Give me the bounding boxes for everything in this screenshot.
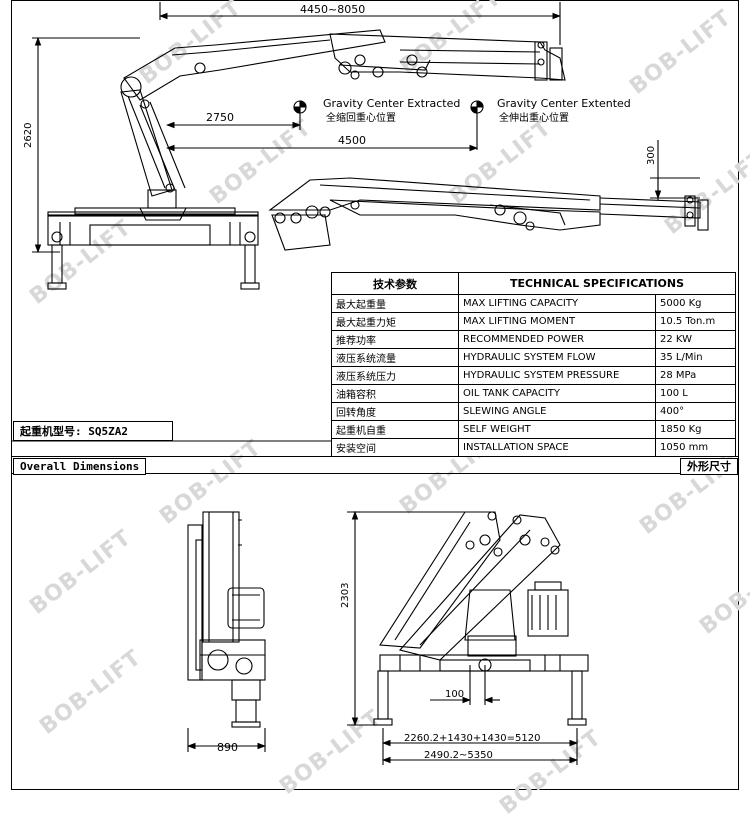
cg-extracted-label: Gravity Center Extracted (323, 97, 460, 110)
center-offset-label: 100 (445, 689, 464, 700)
spec-cn: 最大起重量 (331, 294, 459, 313)
side-width-label: 890 (217, 741, 238, 754)
spec-cn: 安装空间 (331, 438, 459, 457)
spec-cn: 液压系统流量 (331, 348, 459, 367)
section-bar (11, 456, 739, 474)
overall-title-cn: 外形尺寸 (680, 458, 738, 475)
crane-side-view (187, 511, 266, 728)
spec-en: INSTALLATION SPACE (458, 438, 656, 457)
spec-en: OIL TANK CAPACITY (458, 384, 656, 403)
spec-en: SLEWING ANGLE (458, 402, 656, 421)
height-dimension (32, 36, 140, 254)
spec-en: MAX LIFTING CAPACITY (458, 294, 656, 313)
cg-extended-label-cn: 全伸出重心位置 (499, 111, 569, 124)
drawing-frame (11, 0, 739, 790)
spec-en: HYDRAULIC SYSTEM FLOW (458, 348, 656, 367)
spec-value: 1850 Kg (655, 420, 736, 439)
side-width-dimension (186, 728, 267, 752)
height-label: 2620 (23, 123, 34, 148)
spec-value: 22 KW (655, 330, 736, 349)
crane-drawing: 4450~8050 2620 (11, 2, 709, 765)
crane-extended (268, 177, 709, 251)
spec-header-en: TECHNICAL SPECIFICATIONS (458, 272, 736, 295)
spec-cn: 油箱容积 (331, 384, 459, 403)
cg-extracted-dist: 2750 (206, 111, 234, 124)
spec-value: 100 L (655, 384, 736, 403)
spec-en: RECOMMENDED POWER (458, 330, 656, 349)
spec-cn: 起重机自重 (331, 420, 459, 439)
model-label: 起重机型号: SQ5ZA2 (13, 421, 173, 441)
span-dimensions (381, 728, 579, 765)
spec-en: MAX LIFTING MOMENT (458, 312, 656, 331)
cg-dimensions (165, 121, 479, 152)
spec-value: 35 L/Min (655, 348, 736, 367)
center-offset-dimension (430, 665, 500, 705)
offset-label: 300 (646, 146, 657, 165)
overall-title: Overall Dimensions (13, 458, 147, 475)
spec-cn: 回转角度 (331, 402, 459, 421)
crane-retracted (47, 29, 566, 290)
spec-cn: 液压系统压力 (331, 366, 459, 385)
overall-height-label: 2303 (340, 583, 351, 608)
reach-label: 4450~8050 (300, 3, 365, 16)
spec-header-row: 技术参数 TECHNICAL SPECIFICATIONS (331, 272, 736, 295)
spec-header-cn: 技术参数 (331, 272, 459, 295)
spec-cn: 最大起重力矩 (331, 312, 459, 331)
spec-value: 28 MPa (655, 366, 736, 385)
reach-dimension (158, 2, 562, 45)
spec-en: HYDRAULIC SYSTEM PRESSURE (458, 366, 656, 385)
spec-en: SELF WEIGHT (458, 420, 656, 439)
offset-dimension (650, 140, 700, 200)
overall-height-dimension (347, 510, 470, 727)
spec-cn: 推荐功率 (331, 330, 459, 349)
cg-extracted-label-cn: 全缩回重心位置 (326, 111, 396, 124)
cg-extended-label: Gravity Center Extented (497, 97, 631, 110)
span-outer-label: 2490.2~5350 (424, 750, 493, 761)
spec-value: 1050 mm (655, 438, 736, 457)
spec-value: 10.5 Ton.m (655, 312, 736, 331)
crane-front-view (373, 511, 589, 726)
cg-extended-dist: 4500 (338, 134, 366, 147)
spec-value: 5000 Kg (655, 294, 736, 313)
cg-extracted-marker (293, 100, 307, 130)
span-inner-label: 2260.2+1430+1430=5120 (404, 733, 540, 744)
cg-extended-marker (470, 100, 484, 150)
spec-value: 400° (655, 402, 736, 421)
